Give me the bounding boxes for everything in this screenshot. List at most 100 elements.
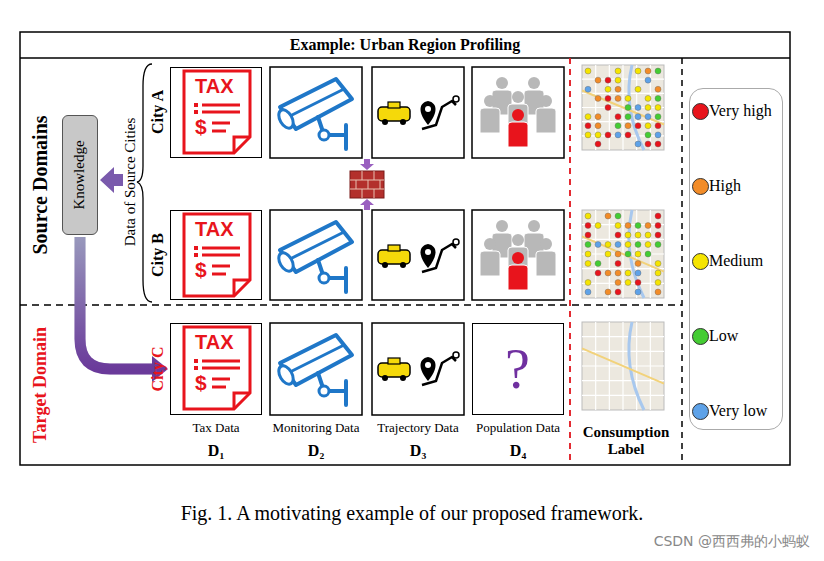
city-label: City A bbox=[149, 90, 167, 134]
map-dot bbox=[645, 105, 651, 111]
map-dot bbox=[655, 68, 661, 74]
map-dot bbox=[585, 68, 591, 74]
legend-swatch bbox=[692, 328, 709, 345]
tax-fold bbox=[234, 280, 250, 296]
map-dot bbox=[655, 123, 661, 129]
map-highway bbox=[582, 91, 664, 125]
person-body bbox=[536, 251, 556, 276]
column-label: Trajectory Data bbox=[377, 421, 458, 436]
map-dot bbox=[645, 223, 651, 229]
legend-text: Very low bbox=[709, 402, 767, 420]
map-dot bbox=[645, 141, 651, 147]
person-head bbox=[528, 77, 540, 89]
map-dot bbox=[605, 132, 611, 138]
pin-hole bbox=[425, 362, 431, 368]
map-dot bbox=[605, 95, 611, 101]
map-dot bbox=[625, 105, 631, 111]
taxi-wheel bbox=[382, 119, 388, 125]
tax-line bbox=[202, 360, 240, 363]
map-dot bbox=[585, 251, 591, 257]
map-dot bbox=[635, 251, 641, 257]
map-dot bbox=[645, 132, 651, 138]
map-dot bbox=[645, 242, 651, 248]
camera-mount bbox=[318, 260, 346, 292]
map-dot bbox=[595, 223, 601, 229]
tax-line bbox=[202, 247, 240, 250]
label-divider bbox=[569, 58, 571, 465]
map-dot bbox=[615, 242, 621, 248]
taxi-wheel bbox=[400, 262, 406, 268]
tax-bullet bbox=[194, 110, 198, 114]
map-dot bbox=[595, 270, 601, 276]
map-dot bbox=[615, 95, 621, 101]
map-dot bbox=[645, 123, 651, 129]
map-dot bbox=[655, 86, 661, 92]
tax-line bbox=[212, 130, 226, 133]
tax-document bbox=[184, 214, 250, 296]
column-label: Population Data bbox=[476, 421, 560, 436]
tax-line bbox=[202, 367, 240, 370]
map-dot bbox=[615, 289, 621, 295]
person-body bbox=[480, 108, 500, 133]
taxi-sign bbox=[388, 245, 400, 251]
unknown-data-box: ? bbox=[472, 323, 564, 415]
map-dot bbox=[625, 223, 631, 229]
map-ground bbox=[582, 210, 664, 298]
legend-text: Low bbox=[709, 327, 738, 345]
map-dot bbox=[655, 95, 661, 101]
map-dot bbox=[615, 232, 621, 238]
map-dot bbox=[605, 270, 611, 276]
camera-lens bbox=[276, 363, 296, 386]
map-dot bbox=[635, 123, 641, 129]
map-dot bbox=[655, 261, 661, 267]
person-head bbox=[540, 95, 552, 107]
person-body bbox=[508, 122, 528, 147]
map-dot bbox=[625, 132, 631, 138]
tax-icon-box: TAX$ bbox=[170, 323, 262, 415]
pin bbox=[421, 357, 436, 381]
icon-frame bbox=[270, 210, 362, 300]
map-dot bbox=[635, 105, 641, 111]
tax-symbol: $ bbox=[195, 371, 207, 395]
map-dot bbox=[655, 223, 661, 229]
map-dot bbox=[635, 270, 641, 276]
tax-line bbox=[202, 254, 240, 257]
map-dot bbox=[585, 280, 591, 286]
taxi-sign bbox=[388, 102, 400, 108]
map-road bbox=[582, 268, 664, 269]
pin-hole bbox=[425, 106, 431, 112]
map-dot bbox=[655, 132, 661, 138]
dataset-symbol: D₂ bbox=[308, 442, 324, 460]
map-road bbox=[582, 135, 664, 136]
city-label: City B bbox=[149, 233, 167, 277]
map-dot bbox=[605, 86, 611, 92]
map-dot bbox=[655, 114, 661, 120]
camera-lens bbox=[276, 250, 296, 273]
map-dot bbox=[645, 77, 651, 83]
legend-swatch bbox=[692, 403, 709, 420]
tax-line bbox=[212, 265, 230, 268]
legend-swatch bbox=[692, 178, 709, 195]
map-road bbox=[582, 380, 664, 381]
camera-joint bbox=[319, 130, 329, 140]
map-dot bbox=[615, 270, 621, 276]
domain-divider bbox=[20, 304, 682, 306]
map-dot bbox=[635, 232, 641, 238]
taxi-wheel bbox=[400, 375, 406, 381]
map-dot bbox=[635, 141, 641, 147]
tax-text: TAX bbox=[195, 218, 234, 241]
question-mark: ? bbox=[505, 336, 530, 400]
person-head bbox=[496, 77, 508, 89]
map-dot bbox=[645, 251, 651, 257]
camera-mount bbox=[318, 117, 346, 149]
person-body bbox=[480, 251, 500, 276]
map-dot bbox=[615, 280, 621, 286]
tax-text: TAX bbox=[195, 75, 234, 98]
map-road bbox=[650, 322, 651, 410]
dataset-symbol: D₃ bbox=[410, 442, 426, 460]
map-dot bbox=[625, 251, 631, 257]
city-label: City C bbox=[149, 347, 167, 392]
map-dot bbox=[655, 242, 661, 248]
tax-document bbox=[184, 71, 250, 153]
